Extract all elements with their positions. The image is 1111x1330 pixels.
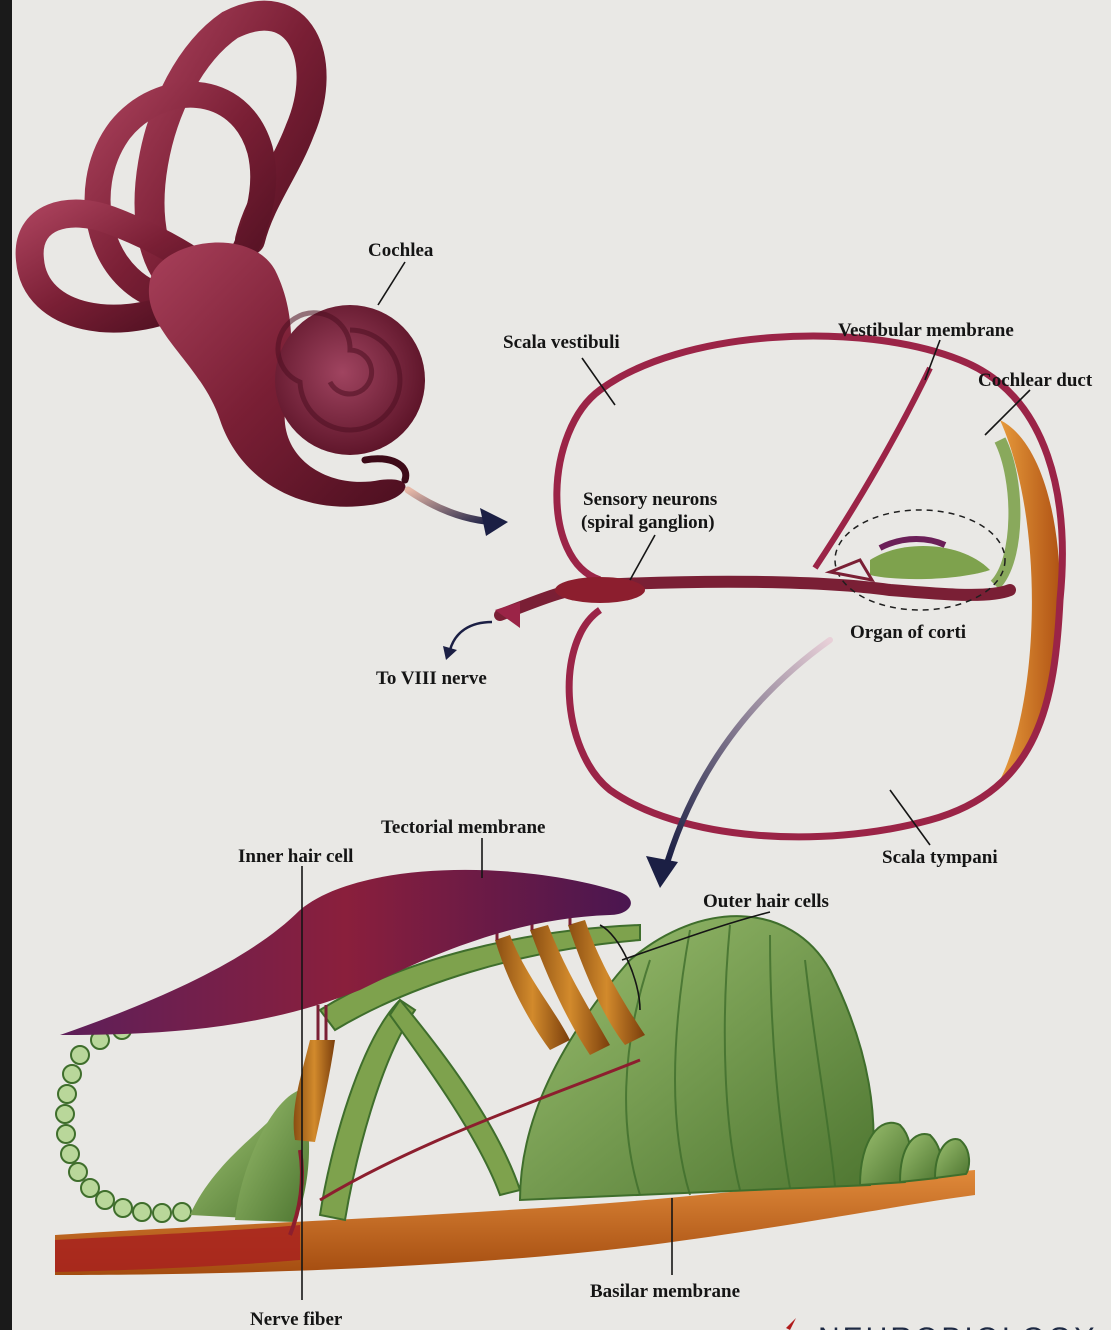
cochlea-cross-section: Scala vestibuli Vestibular membrane Coch… xyxy=(376,320,1093,868)
label-to-viii-nerve: To VIII nerve xyxy=(376,668,487,689)
label-inner-hair-cell: Inner hair cell xyxy=(238,846,353,867)
label-nerve-fiber: Nerve fiber xyxy=(250,1309,343,1330)
brand-logo-icon xyxy=(786,1318,796,1330)
label-organ-of-corti: Organ of corti xyxy=(850,622,966,643)
arrow-to-cross-section xyxy=(408,490,495,522)
label-tectorial-membrane: Tectorial membrane xyxy=(381,817,545,838)
inner-hair-cell xyxy=(294,1040,335,1142)
label-outer-hair-cells: Outer hair cells xyxy=(703,891,829,912)
label-cochlear-duct: Cochlear duct xyxy=(978,370,1093,391)
arrow-head-icon xyxy=(480,508,508,536)
inner-ear-illustration: Cochlea xyxy=(30,16,434,507)
arrow-head-icon-2 xyxy=(646,856,678,888)
label-sensory-neurons: Sensory neurons xyxy=(583,489,717,510)
label-vestibular-membrane: Vestibular membrane xyxy=(838,320,1014,341)
label-spiral-ganglion: (spiral ganglion) xyxy=(581,512,715,533)
nerve-arrow-icon xyxy=(443,646,457,660)
brand-logo: NEUROBIOLOGY xyxy=(786,1318,1097,1330)
label-scala-vestibuli: Scala vestibuli xyxy=(503,332,620,353)
label-scala-tympani: Scala tympani xyxy=(882,847,998,868)
label-basilar-membrane: Basilar membrane xyxy=(590,1281,740,1302)
label-cochlea: Cochlea xyxy=(368,240,434,261)
brand-text: NEUROBIOLOGY xyxy=(818,1322,1097,1330)
organ-of-corti-detail: Tectorial membrane Inner hair cell Outer… xyxy=(55,817,975,1330)
